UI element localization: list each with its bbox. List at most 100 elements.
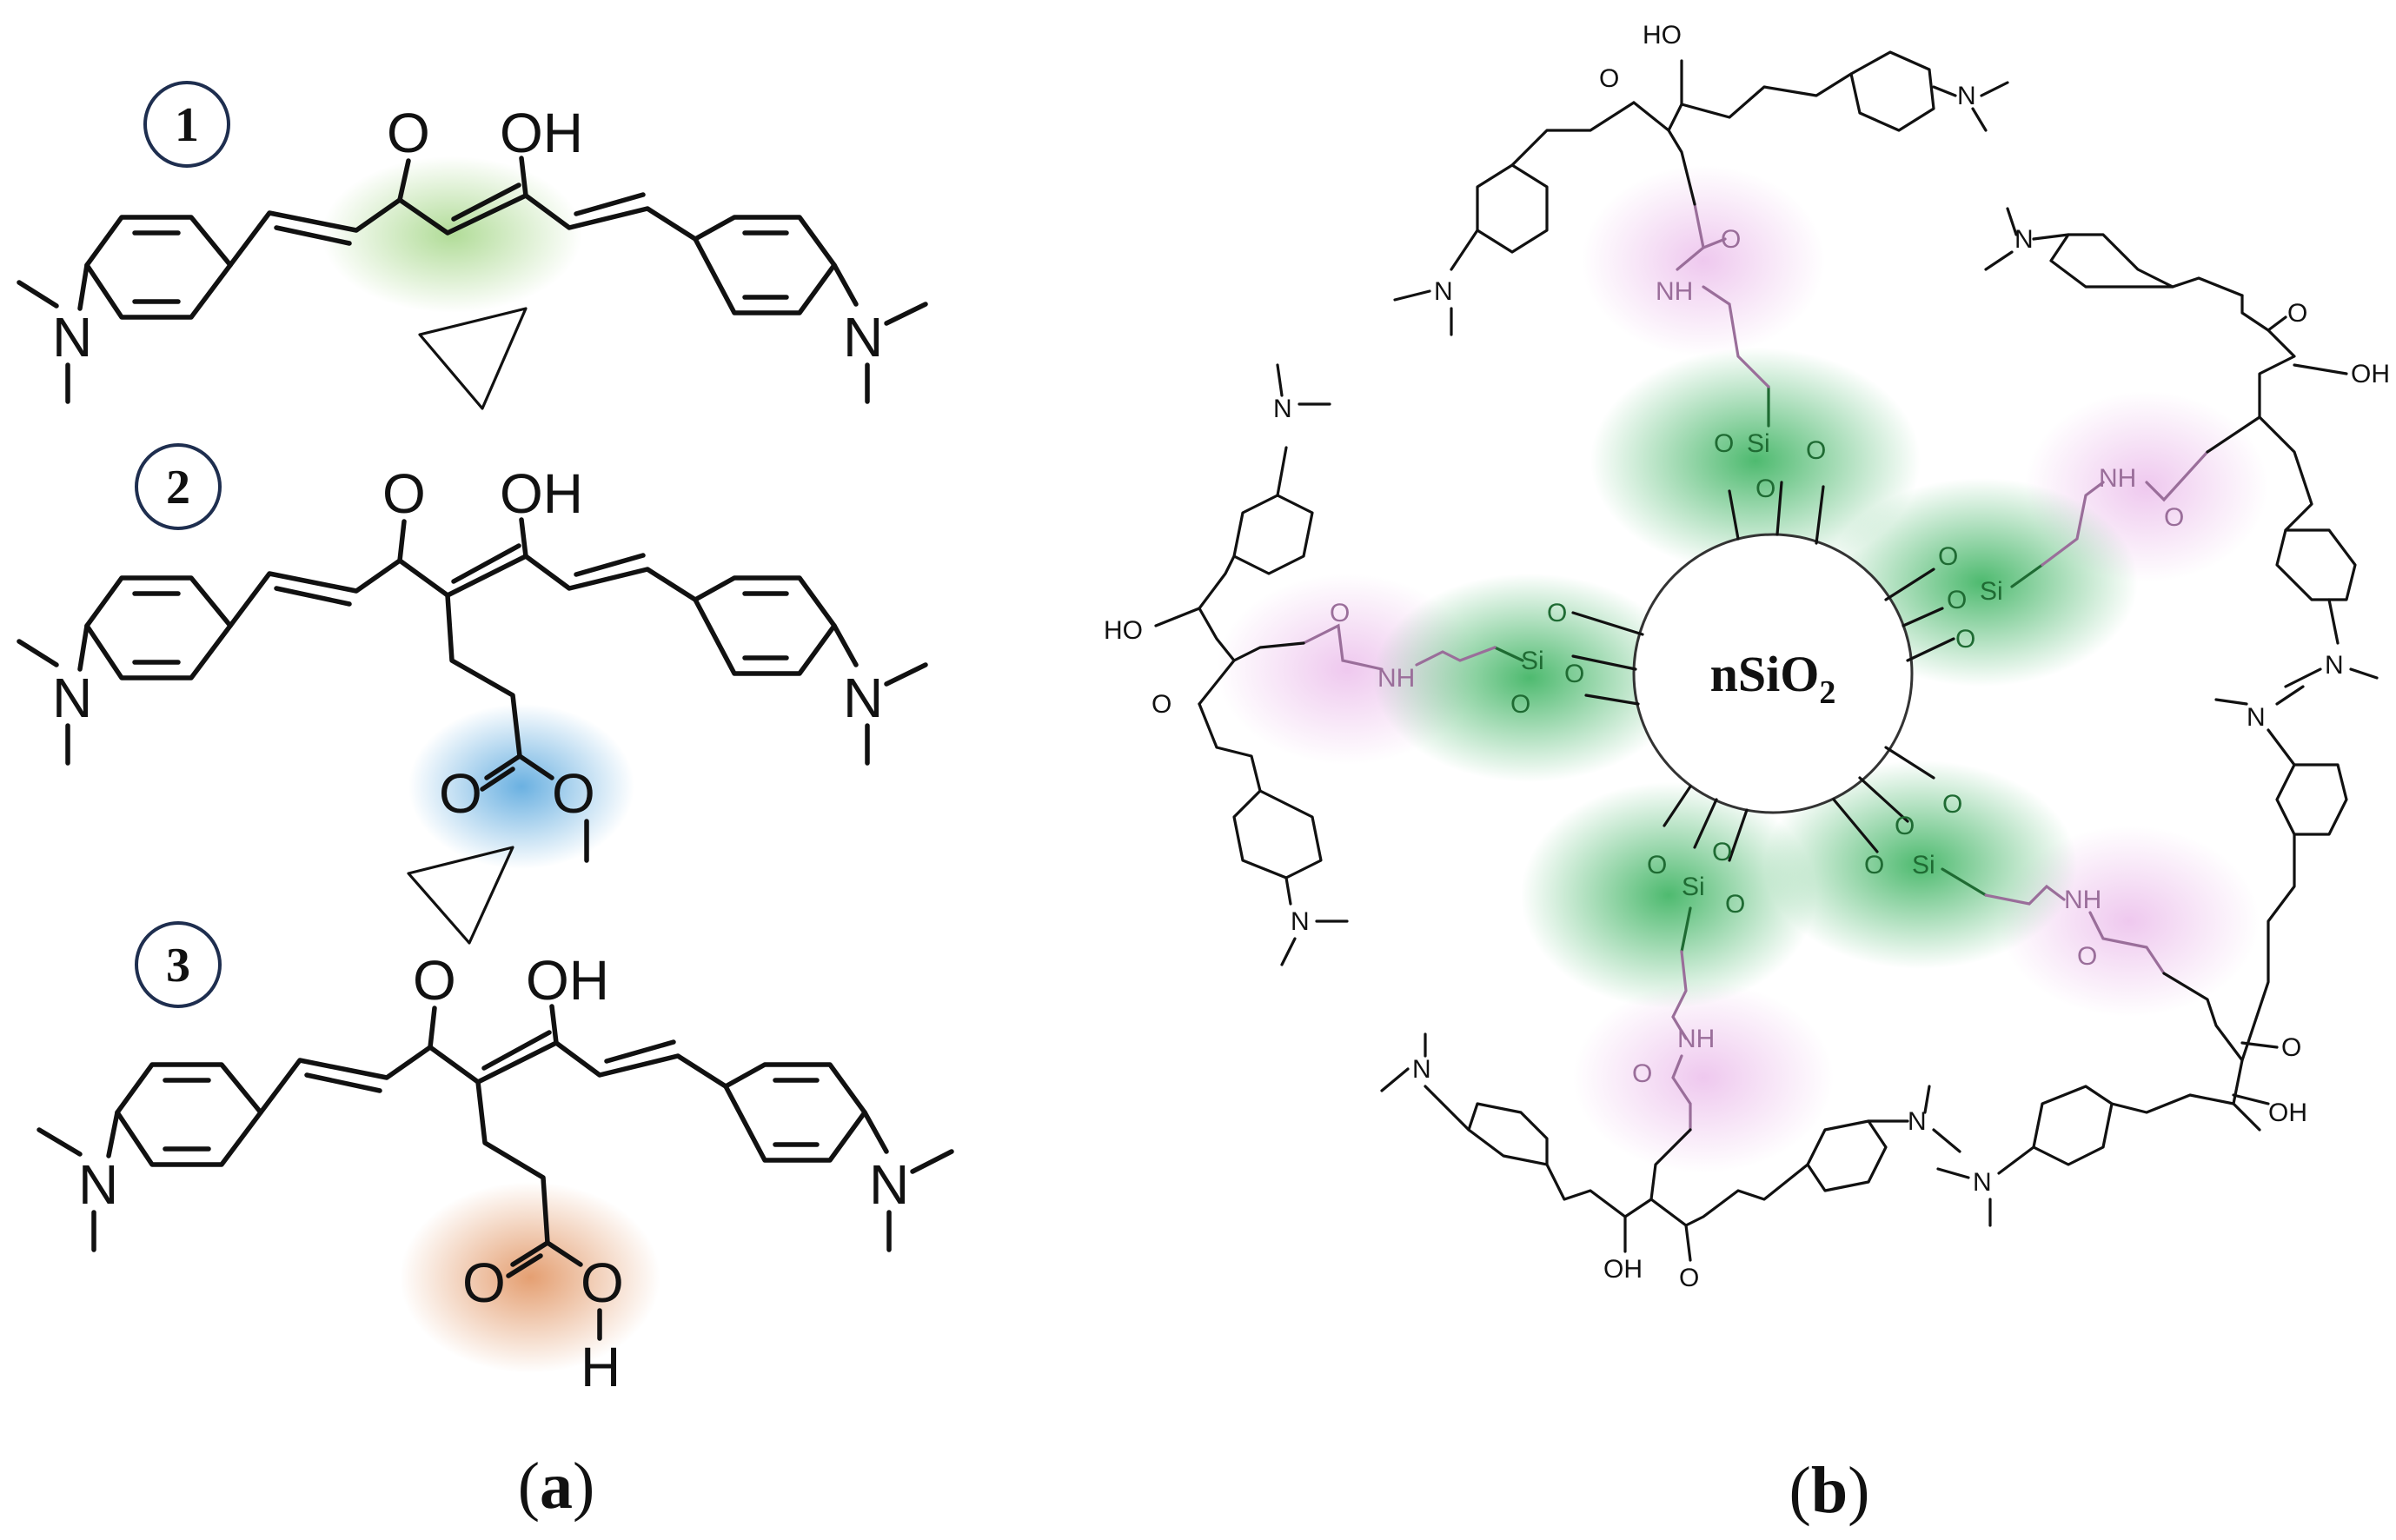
- siloxane-bottom-left: Si O O O: [1647, 838, 1745, 953]
- propyl-linker: [2041, 481, 2105, 567]
- enol-oh: OH: [500, 462, 583, 525]
- enol-oh-bond: [2232, 1093, 2270, 1105]
- methyl: [1936, 1167, 1970, 1179]
- ester-o-carbonyl: O: [439, 762, 482, 825]
- methyl: [1280, 937, 1297, 966]
- amide-o: O: [2164, 503, 2184, 532]
- anchor-bond: [1571, 611, 1644, 636]
- anchor-bond: [1902, 607, 1944, 627]
- ester-o-bond: [517, 753, 554, 780]
- oh-bond: [549, 1004, 559, 1045]
- o-atom: O: [2287, 299, 2307, 328]
- propanoic-chain: [475, 1079, 550, 1245]
- chain: [2162, 972, 2261, 1132]
- anchor-bond: [1815, 485, 1825, 545]
- compound-number-ring: [135, 921, 222, 1008]
- o-atom: O: [1714, 429, 1734, 458]
- linker-right: NH O: [2041, 450, 2209, 567]
- o-atom: O: [1712, 838, 1732, 866]
- enol-double: [451, 543, 521, 584]
- n-atom: N: [1412, 1055, 1431, 1084]
- oh-bond: [519, 517, 528, 559]
- methyl: [2214, 698, 2248, 706]
- n-bond: [1932, 85, 1957, 97]
- n-bond: [2032, 233, 2070, 241]
- o-atom: O: [1547, 599, 1567, 627]
- acid-carbonyl: [510, 1240, 550, 1267]
- linker-top: NH O: [1656, 202, 1770, 388]
- compound-number: 3: [166, 939, 190, 992]
- phenyl-ring: [1476, 163, 1549, 254]
- carbonyl-bond: [428, 1006, 437, 1050]
- siloxane-right: Si O O O: [1938, 542, 2044, 654]
- chain: [1649, 1163, 1809, 1227]
- amide-nh: NH: [1377, 664, 1415, 693]
- ester-o-methoxy: O: [552, 762, 595, 825]
- enol-double: [451, 183, 521, 222]
- acid-highlight: [400, 1182, 660, 1373]
- amide-bond: [1671, 1054, 1692, 1132]
- methyl: [1380, 1067, 1410, 1092]
- n-atom: N: [1434, 277, 1453, 306]
- o-atom: O: [1938, 542, 1958, 571]
- acid-o-carbonyl: O: [462, 1251, 506, 1314]
- amide-bond: [2088, 911, 2166, 975]
- methyl: [1276, 363, 1284, 397]
- compound-1: 1 N O OH N: [17, 81, 928, 410]
- amide-co: [1702, 237, 1727, 249]
- anchor-bond: [1728, 489, 1740, 541]
- acid-o-hydroxyl: O: [581, 1251, 624, 1314]
- n-atom: N: [1973, 1168, 1992, 1197]
- methyl: [1971, 107, 1988, 132]
- alkene-double: [604, 1039, 676, 1064]
- amine-n-left: N: [78, 1153, 118, 1216]
- chain: [2110, 1093, 2235, 1114]
- siloxane-highlight: [1373, 574, 1686, 782]
- o-atom: O: [1599, 64, 1619, 93]
- acid-o-bond: [545, 1240, 583, 1267]
- methyl: [2284, 667, 2322, 688]
- anchor-bond: [1906, 637, 1955, 662]
- o-atom: O: [1510, 690, 1530, 719]
- methyl-bond: [37, 1127, 83, 1157]
- ho-label: HO: [1104, 616, 1143, 645]
- curcuminoid-top: O HO N N: [1393, 21, 2009, 336]
- compound-3: 3 N O OH O O H: [37, 921, 954, 1398]
- curcuminoid-bottom-right: O OH N N: [1936, 685, 2348, 1227]
- n-bond: [1424, 1085, 1470, 1132]
- n-atom: N: [1908, 1107, 1927, 1136]
- enol-oh-bond: [2293, 363, 2348, 375]
- propanoate-chain: [445, 593, 522, 759]
- si-chain-bond: [1941, 867, 1988, 897]
- propyl-linker: [1702, 285, 1770, 388]
- methyl-bond: [17, 639, 59, 667]
- amine-n-right: N: [869, 1153, 909, 1216]
- si-chain-bond: [1493, 646, 1524, 662]
- anchor-bond: [1775, 481, 1783, 536]
- alkene-chain-left: [228, 197, 402, 268]
- oh-bond: [519, 156, 528, 198]
- phenyl-ring: [2275, 528, 2357, 601]
- panel-a: 1 N O OH N: [17, 81, 954, 1523]
- anchor-bond: [1571, 654, 1637, 671]
- curcuminoid-right: O OH N N: [1984, 207, 2390, 688]
- ho-label: HO: [1643, 21, 1682, 50]
- oh-label: OH: [2351, 360, 2390, 388]
- phenyl-ring: [2049, 233, 2174, 289]
- phenyl-ring: [1232, 789, 1323, 880]
- amide-bond: [1302, 623, 1384, 671]
- carbonyl-bond: [397, 519, 407, 563]
- n-bond: [1276, 446, 1288, 497]
- siloxane-left: Si O O O: [1493, 599, 1584, 719]
- chain: [2258, 415, 2313, 532]
- amide-highlight: [1582, 165, 1825, 356]
- cyclopropane-reagent: [418, 307, 528, 410]
- enol-chain: [428, 1040, 728, 1089]
- acid-carbonyl: [506, 1253, 543, 1278]
- amide-nh: NH: [2099, 464, 2136, 493]
- methyl: [1980, 81, 2009, 97]
- o-atom: O: [1947, 586, 1967, 614]
- methyl: [2006, 207, 2018, 236]
- n-ring-bond: [77, 262, 90, 311]
